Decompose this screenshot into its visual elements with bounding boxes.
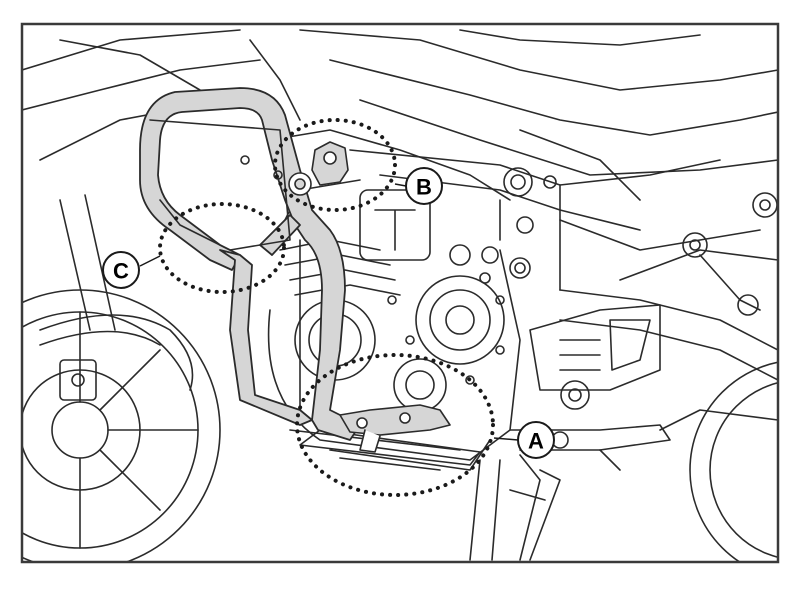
diagram-border [20,22,780,564]
detail-circle-c [158,202,286,294]
fuel-tank [299,29,778,201]
detail-circle-a [295,353,495,497]
mount-bracket-a [339,404,451,453]
callout-a-letter: A [528,429,544,454]
fairing-panel [149,119,291,251]
callout-c: C [102,251,161,289]
rear-frame [559,192,778,381]
callout-c-letter: C [113,259,129,284]
detail-circle-b [273,118,397,212]
callout-a: A [493,421,555,459]
sump-plate [299,429,481,471]
front-wheel [22,289,221,562]
callout-b-letter: B [416,175,432,200]
crash-bar [139,87,361,441]
mount-bracket-b [288,141,349,196]
side-stand [469,454,561,561]
rear-wheel [659,361,778,562]
footrest-hanger [529,304,661,410]
callout-b: B [394,167,443,205]
